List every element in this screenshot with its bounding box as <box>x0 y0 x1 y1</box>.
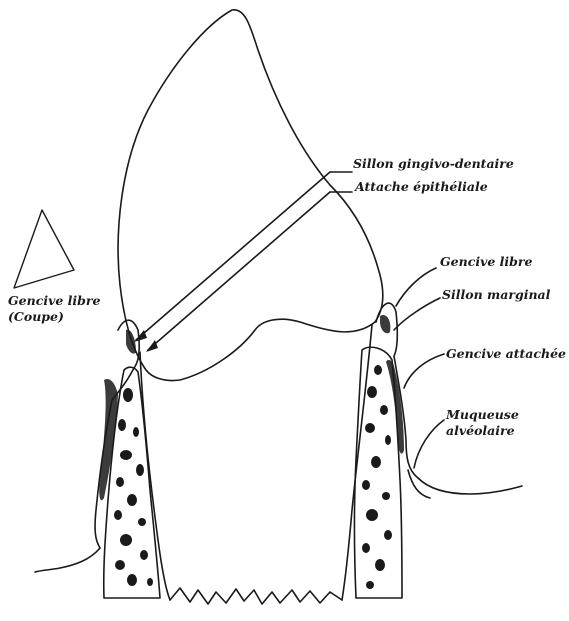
leader-sillon-gingivo-dentaire <box>136 172 330 340</box>
label-attache-epitheliale: Attache épithéliale <box>355 180 488 194</box>
leader-gencive-attachee <box>404 354 444 388</box>
sulcus-shading-left <box>126 330 136 354</box>
label-inset-line1: Gencive libre <box>8 294 100 308</box>
label-sillon-marginal: Sillon marginal <box>442 288 550 302</box>
tooth-root-left <box>140 352 170 600</box>
bone-marrow-right <box>362 365 392 589</box>
sulcus-shading-right <box>380 315 390 333</box>
label-muqueuse-line1: Muqueuse <box>446 408 519 422</box>
label-gencive-attachee: Gencive attachée <box>446 347 566 361</box>
bone-marrow-left <box>114 388 153 586</box>
leader-attache-epitheliale <box>148 192 330 350</box>
arrowhead-attache <box>146 340 158 352</box>
label-inset-line2: (Coupe) <box>8 310 64 324</box>
label-sillon-gingivo-dentaire: Sillon gingivo-dentaire <box>353 157 514 171</box>
gingiva-shading-left <box>99 379 118 500</box>
mucosa-left <box>35 548 100 572</box>
tooth-root-right <box>342 325 372 600</box>
mucosa-right <box>418 478 522 494</box>
root-fracture-edge <box>170 588 342 604</box>
leader-gencive-libre <box>396 268 436 306</box>
tooth-crown <box>118 10 383 381</box>
label-gencive-libre: Gencive libre <box>440 255 532 269</box>
leader-sillon-marginal <box>394 298 440 330</box>
label-muqueuse-line2: alvéolaire <box>446 424 515 438</box>
leader-muqueuse <box>414 420 444 468</box>
inset-triangle <box>14 210 74 288</box>
